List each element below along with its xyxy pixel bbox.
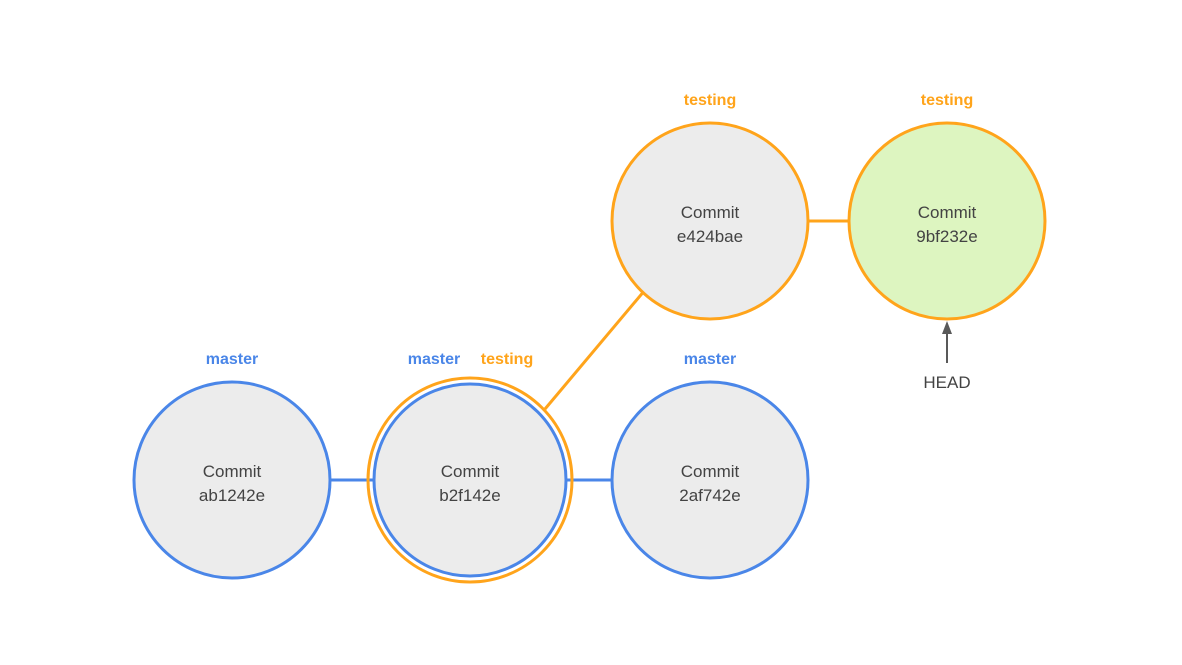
- commit-hash-ab1242e: ab1242e: [199, 486, 265, 505]
- branch-tags-layer: master master testing master testing testing: [206, 92, 973, 368]
- commit-circle-ab1242e: [132, 380, 332, 580]
- commit-hash-e424bae: e424bae: [677, 227, 743, 246]
- commit-circle-b2f142e: [372, 382, 568, 578]
- head-arrow-head: [942, 321, 952, 334]
- commit-circle-e424bae: [610, 121, 810, 321]
- commit-hash-9bf232e: 9bf232e: [916, 227, 977, 246]
- branch-tag-testing-9bf232e[interactable]: testing: [921, 92, 973, 109]
- branch-tag-master-b2f142e[interactable]: master: [408, 351, 460, 368]
- commit-hash-2af742e: 2af742e: [679, 486, 740, 505]
- head-label: HEAD: [923, 373, 970, 392]
- commit-title-ab1242e: Commit: [203, 462, 262, 481]
- commit-node-2af742e[interactable]: Commit 2af742e: [610, 380, 810, 580]
- commit-edge-b2f142e-to-e424bae: [543, 289, 647, 410]
- commit-title-b2f142e: Commit: [441, 462, 500, 481]
- commit-hash-b2f142e: b2f142e: [439, 486, 500, 505]
- commit-title-2af742e: Commit: [681, 462, 740, 481]
- commit-circle-2af742e: [610, 380, 810, 580]
- commit-node-9bf232e[interactable]: Commit 9bf232e: [847, 121, 1047, 321]
- commit-node-e424bae[interactable]: Commit e424bae: [610, 121, 810, 321]
- branch-tag-master-2af742e[interactable]: master: [684, 351, 736, 368]
- commit-title-9bf232e: Commit: [918, 203, 977, 222]
- branch-tag-testing-e424bae[interactable]: testing: [684, 92, 736, 109]
- commit-node-b2f142e[interactable]: Commit b2f142e: [366, 376, 574, 584]
- branch-tag-testing-b2f142e[interactable]: testing: [481, 351, 533, 368]
- commit-node-ab1242e[interactable]: Commit ab1242e: [132, 380, 332, 580]
- commit-ring-outer-b2f142e: [366, 376, 574, 584]
- head-pointer-layer: HEAD: [923, 321, 971, 392]
- commit-title-e424bae: Commit: [681, 203, 740, 222]
- commit-circle-9bf232e: [847, 121, 1047, 321]
- branch-tag-master-ab1242e[interactable]: master: [206, 351, 258, 368]
- commit-nodes-layer: Commitab1242eCommitb2f142eCommit2af742eC…: [132, 121, 1047, 584]
